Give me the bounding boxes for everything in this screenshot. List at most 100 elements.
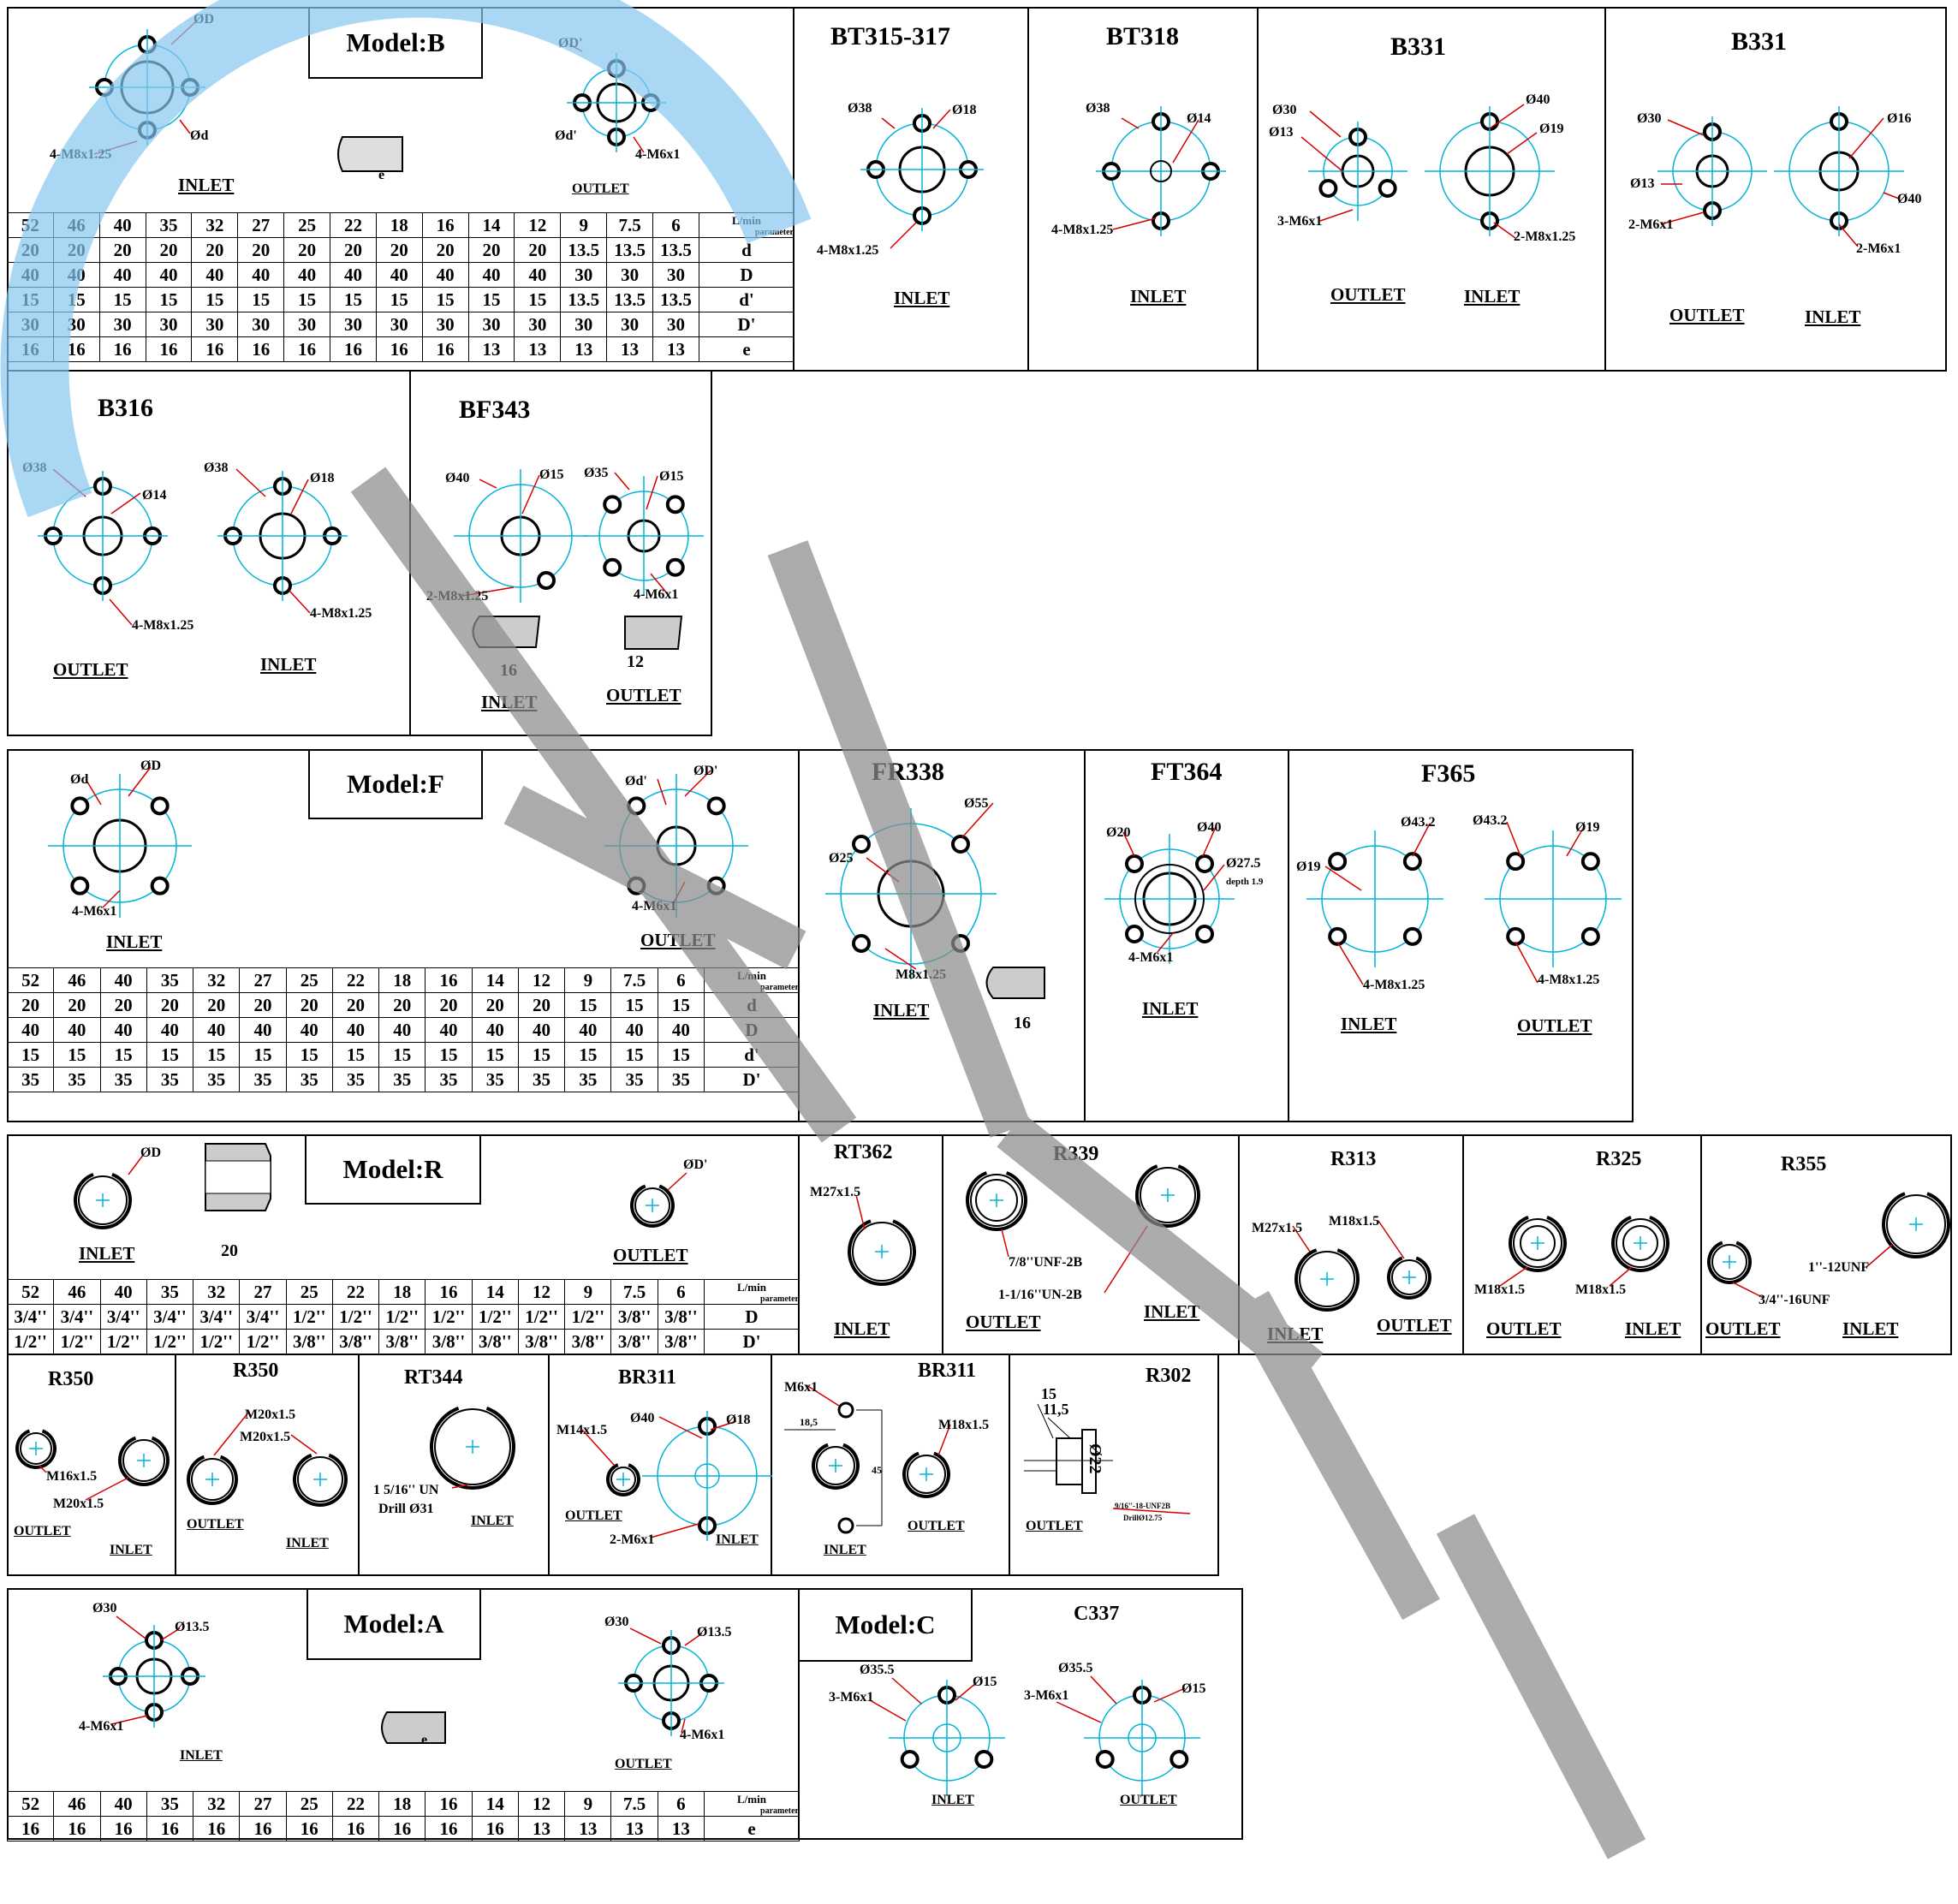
- model-r-title: Model:R: [305, 1134, 481, 1205]
- frame-br311a: [548, 1354, 772, 1576]
- table-cell: 40: [378, 1017, 426, 1043]
- model-f-outlet-bolt-hole: [706, 796, 726, 816]
- model-a-outlet: OUTLET: [615, 1757, 672, 1771]
- table-cell: 13.5: [606, 237, 654, 263]
- rt362-inlet-thread-arc: [848, 1219, 916, 1286]
- f365-outlet-bolt-hole: [1506, 852, 1526, 872]
- table-cell: 16: [375, 336, 423, 362]
- ft364-inlet-bolt-hole: [1124, 854, 1144, 873]
- bt318-d2: Ø14: [1187, 111, 1211, 126]
- bf343-o-d1: Ø35: [584, 466, 609, 480]
- table-cell: 15: [6, 1042, 55, 1068]
- rpm-header-cell: 12: [514, 212, 562, 238]
- r313-t1: M27x1.5: [1252, 1221, 1303, 1235]
- rpm-header-cell: 6: [657, 1279, 705, 1305]
- br311b-t2: M18x1.5: [938, 1418, 990, 1432]
- leader-line: [1300, 136, 1343, 172]
- model-b-label-Dp: ØD': [558, 36, 583, 51]
- ft364-title: FT364: [1151, 758, 1223, 786]
- table-cell: 15: [517, 1042, 566, 1068]
- br311b-inlet: INLET: [824, 1543, 866, 1557]
- bf343-inlet-section: [472, 616, 541, 648]
- table-cell: 1/2'': [193, 1329, 241, 1354]
- table-cell: 30: [606, 312, 654, 337]
- table-cell: 15: [330, 287, 377, 312]
- rt344-inlet-thread-arc: [430, 1407, 515, 1490]
- table-cell: 15: [239, 1042, 287, 1068]
- table-cell: 13: [610, 1816, 658, 1842]
- bf343-i-d1: Ø40: [445, 471, 470, 485]
- table-cell: 30: [606, 262, 654, 288]
- r350a-outlet-bore: [20, 1432, 52, 1465]
- table-cell: 35: [331, 1067, 380, 1092]
- leader-line: [109, 598, 133, 626]
- table-cell: 13: [652, 336, 699, 362]
- rpm-header-cell: 46: [53, 967, 101, 993]
- rpm-header-cell: 52: [6, 967, 55, 993]
- model-a-o-d1: Ø30: [604, 1615, 629, 1629]
- table-cell: d': [699, 287, 795, 312]
- leader-line: [1056, 1701, 1102, 1723]
- leader-line: [179, 119, 191, 134]
- f365-o-d1: Ø43.2: [1473, 813, 1508, 828]
- leader-line: [170, 21, 196, 45]
- bt315-title: BT315-317: [830, 22, 951, 51]
- table-cell: 40: [99, 1017, 147, 1043]
- model-a-o-thread: 4-M6x1: [680, 1728, 725, 1742]
- leader-line: [128, 766, 152, 797]
- leader-line: [290, 1434, 318, 1455]
- leader-line: [128, 1153, 145, 1175]
- table-cell: 15: [657, 992, 705, 1018]
- table-cell: 15: [191, 287, 239, 312]
- leader-line: [52, 468, 86, 497]
- frame-br311b: [771, 1354, 1010, 1576]
- fr338-depth: 16: [1014, 1014, 1031, 1032]
- r339-inlet: INLET: [1144, 1301, 1200, 1322]
- br311a-thread: 2-M6x1: [610, 1532, 655, 1547]
- bf343-outlet: OUTLET: [606, 685, 681, 705]
- table-cell: 40: [285, 1017, 333, 1043]
- rpm-header-cell: 32: [193, 1279, 241, 1305]
- rpm-header-cell: 16: [425, 1279, 473, 1305]
- table-cell: 15: [471, 1042, 519, 1068]
- b331a-outlet: OUTLET: [1330, 284, 1406, 305]
- table-cell: 40: [514, 262, 562, 288]
- model-f-outlet-bolt-hole: [706, 876, 726, 895]
- table-cell: 35: [425, 1067, 473, 1092]
- ft364-inlet-bolt-hole: [1195, 854, 1215, 873]
- br311a-outlet-bore: [610, 1467, 636, 1492]
- rpm-header-cell: 40: [99, 967, 147, 993]
- rpm-header-cell: 35: [146, 967, 194, 993]
- rpm-header-cell: 52: [6, 1791, 55, 1817]
- b331a-outlet-bolt-hole: [1378, 179, 1397, 198]
- leader-line: [684, 1633, 703, 1646]
- frame-r350a: [7, 1354, 176, 1576]
- model-c-title: Model:C: [798, 1588, 973, 1662]
- r313-t2: M18x1.5: [1329, 1214, 1380, 1229]
- table-cell: 3/8'': [378, 1329, 426, 1354]
- r325-inlet-bore: [1616, 1218, 1665, 1268]
- table-cell: 15: [52, 287, 100, 312]
- b331b-i-d1: Ø16: [1887, 111, 1912, 126]
- b316-title: B316: [98, 394, 154, 422]
- rpm-header-cell: 14: [471, 1279, 519, 1305]
- dimension-line: [1047, 1417, 1071, 1439]
- f365-outlet: OUTLET: [1517, 1015, 1592, 1036]
- table-cell: D: [704, 1017, 800, 1043]
- r350b-t2: M20x1.5: [240, 1430, 291, 1444]
- table-cell: 20: [7, 237, 54, 263]
- leader-line: [1838, 223, 1859, 247]
- table-cell: 20: [237, 237, 285, 263]
- c337-outlet-bolt-hole: [1095, 1750, 1115, 1769]
- leader-line: [1104, 1225, 1148, 1294]
- rpm-header-cell: 14: [467, 212, 515, 238]
- leader-line: [869, 1699, 907, 1722]
- leader-line: [1309, 110, 1342, 138]
- table-cell: 40: [237, 262, 285, 288]
- table-cell: 35: [193, 1067, 241, 1092]
- table-cell: 13.5: [560, 237, 608, 263]
- leader-line: [1489, 104, 1525, 129]
- frame-r325: [1462, 1134, 1702, 1355]
